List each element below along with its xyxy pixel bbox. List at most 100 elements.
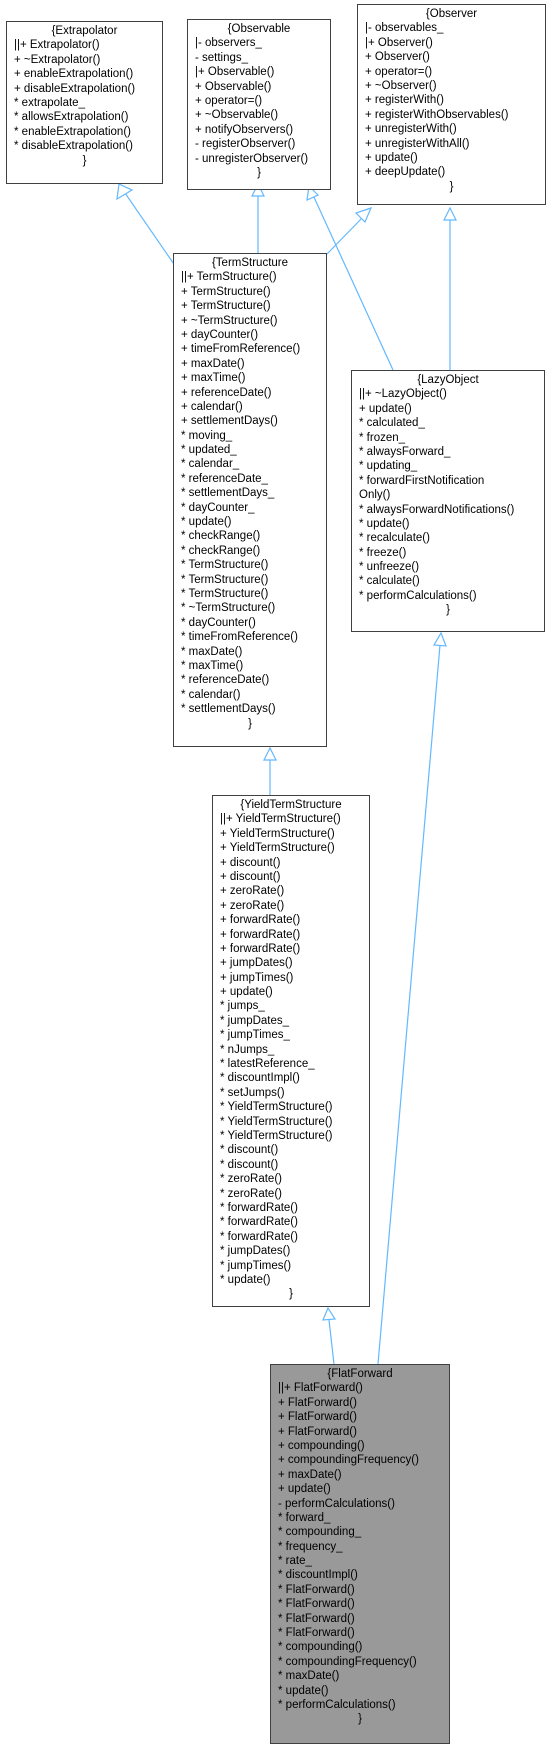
member-list: |- observables_ |+ Observer() + Observer…	[358, 21, 545, 179]
member: - settings_	[195, 51, 249, 64]
member: * moving_	[181, 429, 233, 442]
member: * jumpTimes()	[220, 1259, 292, 1272]
member: * setJumps()	[220, 1086, 285, 1099]
member: ||+ TermStructure()	[181, 271, 277, 284]
class-flatforward[interactable]: {FlatForward ||+ FlatForward() + FlatFor…	[270, 1364, 450, 1744]
member: * zeroRate()	[220, 1187, 282, 1200]
member: * zeroRate()	[220, 1173, 282, 1186]
class-close-brace: }	[289, 1288, 293, 1301]
member-list: ||+ ~LazyObject() + update() * calculate…	[352, 387, 544, 603]
edge-termstructure-observer	[326, 207, 373, 255]
member-list: ||+ FlatForward() + FlatForward() + Flat…	[271, 1381, 449, 1712]
member: * discountImpl()	[220, 1072, 300, 1085]
member: + update()	[359, 402, 412, 415]
member: * discount()	[220, 1144, 279, 1157]
class-title: {Extrapolator	[51, 25, 118, 37]
edge-flatforward-lazyobject	[377, 631, 447, 1365]
member: + FlatForward()	[278, 1396, 357, 1409]
member: * dayCounter_	[181, 501, 255, 514]
member: * allowsExtrapolation()	[14, 111, 129, 124]
member: + jumpDates()	[220, 957, 293, 970]
member: * alwaysForwardNotifications()	[359, 503, 515, 516]
member: + Observable()	[195, 80, 272, 93]
class-termstructure[interactable]: {TermStructure ||+ TermStructure() + Ter…	[173, 253, 327, 747]
member: * discountImpl()	[278, 1569, 358, 1582]
edge-lazyobject-observer	[443, 206, 457, 370]
member: + discount()	[220, 870, 281, 883]
class-close-brace: }	[248, 717, 252, 730]
member: * compounding_	[278, 1526, 362, 1539]
member: * forwardFirstNotification	[359, 474, 485, 487]
member: * rate_	[278, 1555, 312, 1568]
member: + deepUpdate()	[365, 166, 446, 179]
member: + registerWith()	[365, 94, 444, 107]
member: + YieldTermStructure()	[220, 842, 335, 855]
class-close-brace: }	[449, 180, 454, 193]
member: * alwaysForward_	[359, 445, 451, 458]
member: * calculated_	[359, 417, 425, 430]
member: * disableExtrapolation()	[14, 140, 133, 153]
member: * performCalculations()	[278, 1699, 396, 1711]
member: + update()	[220, 986, 273, 999]
member: * freeze()	[359, 546, 407, 559]
member: * jumpTimes_	[220, 1029, 290, 1042]
member: + update()	[278, 1483, 331, 1496]
member: * forwardRate()	[220, 1216, 298, 1229]
member: * YieldTermStructure()	[220, 1115, 333, 1128]
member: Only()	[359, 489, 391, 502]
member: * forwardRate()	[220, 1230, 298, 1243]
member: + dayCounter()	[181, 328, 259, 341]
member: + jumpTimes()	[220, 971, 294, 984]
member: * FlatForward()	[278, 1612, 355, 1625]
member: + maxTime()	[181, 372, 246, 385]
member: * enableExtrapolation()	[14, 125, 131, 138]
member: * forward_	[278, 1511, 331, 1524]
member: * FlatForward()	[278, 1627, 355, 1640]
class-title: {Observer	[425, 8, 478, 20]
member: * YieldTermStructure()	[220, 1101, 333, 1114]
member: + registerWithObservables()	[365, 108, 509, 121]
class-observer[interactable]: {Observer |- observables_ |+ Observer() …	[357, 4, 546, 205]
member: * discount()	[220, 1158, 279, 1171]
class-title: {LazyObject	[417, 374, 479, 386]
member: * compoundingFrequency()	[278, 1655, 417, 1668]
class-title: {FlatForward	[327, 1368, 393, 1380]
member: ||+ FlatForward()	[278, 1382, 363, 1395]
member: + Observer()	[365, 51, 430, 64]
member: - performCalculations()	[278, 1497, 395, 1510]
class-yieldtermstructure[interactable]: {YieldTermStructure ||+ YieldTermStructu…	[212, 795, 370, 1307]
member: * referenceDate_	[181, 472, 268, 485]
member: * calendar()	[181, 688, 241, 701]
member: * performCalculations()	[359, 589, 477, 602]
member: * unfreeze()	[359, 561, 420, 574]
member: + operator=()	[195, 94, 263, 107]
member: * nJumps_	[220, 1043, 275, 1056]
member: + forwardRate()	[220, 914, 301, 927]
member: + compounding()	[278, 1439, 365, 1452]
class-close-brace: }	[257, 166, 261, 179]
class-lazyobject[interactable]: {LazyObject ||+ ~LazyObject() + update()…	[351, 370, 545, 632]
member: + operator=()	[365, 65, 433, 78]
class-extrapolator[interactable]: {Extrapolator ||+ Extrapolator() + ~Extr…	[6, 21, 163, 184]
member: ||+ YieldTermStructure()	[220, 813, 341, 826]
member: + TermStructure()	[181, 285, 271, 298]
class-close-brace: }	[358, 1713, 362, 1726]
member: + forwardRate()	[220, 928, 301, 941]
member: * TermStructure()	[181, 588, 269, 600]
member: + zeroRate()	[220, 885, 285, 898]
member: + ~Extrapolator()	[14, 53, 101, 66]
member: * maxDate()	[181, 645, 243, 658]
class-observable[interactable]: {Observable |- observers_ - settings_ |+…	[187, 19, 331, 190]
member: + unregisterWithAll()	[365, 137, 470, 150]
member: + maxDate()	[181, 357, 245, 370]
member: + notifyObservers()	[195, 123, 294, 136]
member: * latestReference_	[220, 1058, 315, 1071]
class-close-brace: }	[82, 154, 87, 167]
member: * updating_	[359, 460, 418, 473]
member: * update()	[359, 517, 410, 530]
class-title: {Observable	[227, 23, 291, 35]
member: * referenceDate()	[181, 674, 270, 687]
member: ||+ ~LazyObject()	[359, 388, 447, 401]
